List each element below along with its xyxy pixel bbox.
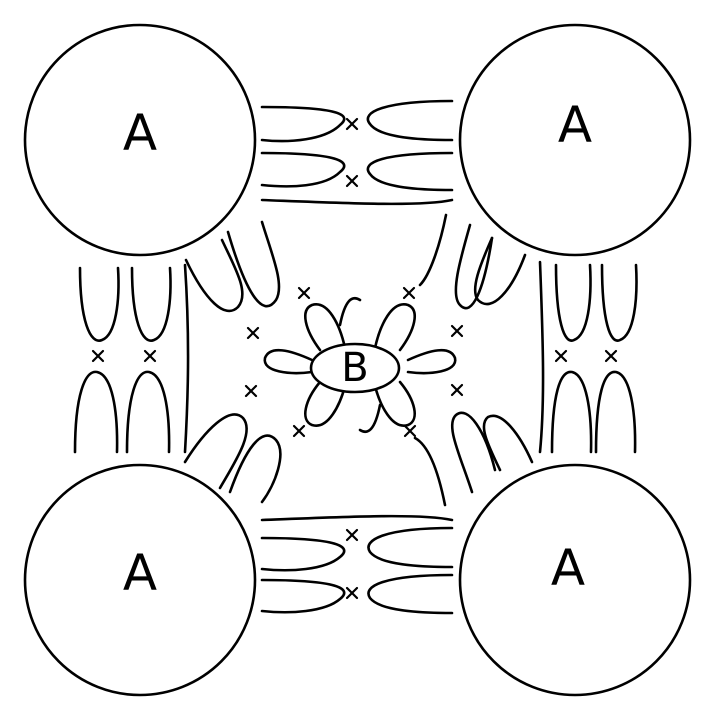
bottom-left-diagonal-lobes <box>183 413 306 504</box>
atom-b-center: B <box>244 296 464 434</box>
atom-a-label: A <box>558 96 592 154</box>
atom-a-top-right: A <box>458 23 692 257</box>
atom-a-bottom-right: A <box>458 463 692 697</box>
atom-a-label: A <box>123 104 157 162</box>
left-bond-lobes <box>73 263 190 454</box>
right-bond-lobes <box>538 260 638 454</box>
top-bond-lobes <box>260 99 454 206</box>
top-right-diagonal-lobes <box>402 213 527 310</box>
atom-b-label: B <box>341 345 368 391</box>
atom-a-bottom-left: A <box>23 463 257 697</box>
atom-a-label: A <box>123 544 157 602</box>
atom-a-top-left: A <box>23 23 257 257</box>
atom-a-label: A <box>551 539 585 597</box>
bottom-right-diagonal-lobes <box>403 411 534 507</box>
top-left-diagonal-lobes <box>184 220 311 313</box>
bottom-bond-lobes <box>260 514 454 615</box>
